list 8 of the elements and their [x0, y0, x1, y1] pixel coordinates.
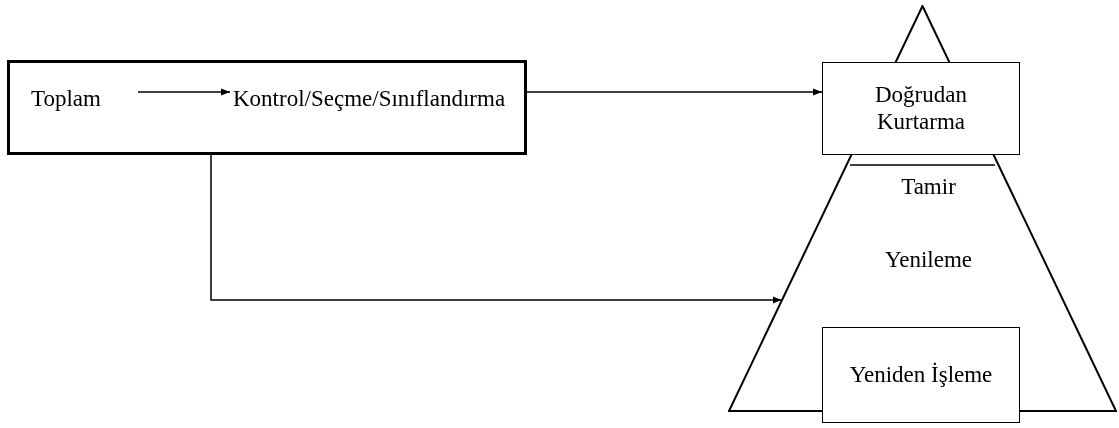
node-text: Kontrol/Seçme/Sınıflandırma: [233, 81, 527, 117]
arrow: [210, 154, 783, 304]
process-box: Yeniden İşleme: [822, 327, 1020, 423]
node-text: Toplam: [31, 81, 141, 117]
pyramid-label: Tamir: [901, 175, 956, 198]
pyramid-label: Yenileme: [884, 248, 973, 271]
outer-box: [7, 60, 527, 155]
arrow: [137, 88, 231, 96]
